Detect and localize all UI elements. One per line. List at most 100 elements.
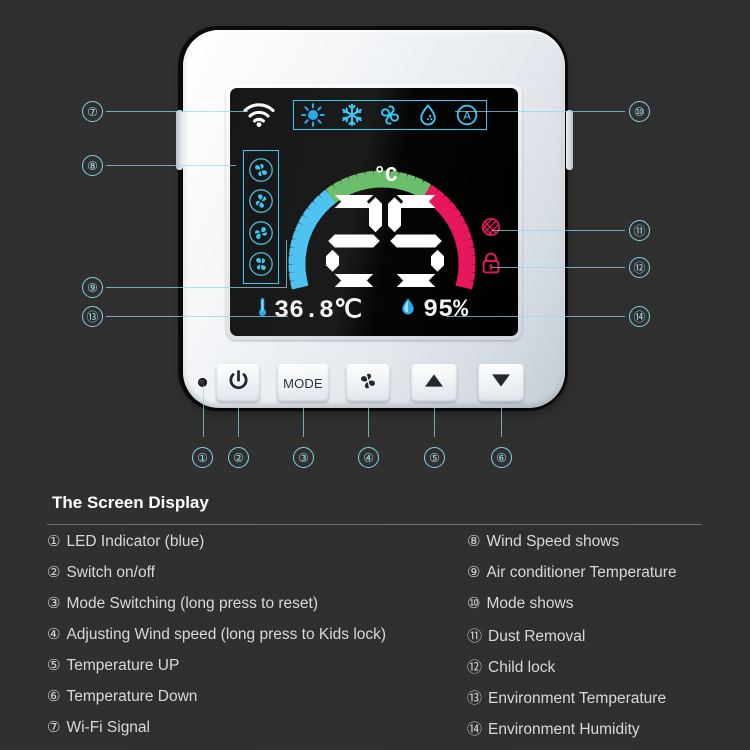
legend-title: The Screen Display bbox=[52, 493, 209, 512]
gauge-tick bbox=[458, 263, 476, 273]
gauge-tick bbox=[409, 177, 424, 196]
leader-10 bbox=[455, 111, 625, 112]
gauge-tick bbox=[348, 174, 362, 193]
temp-up-button[interactable] bbox=[411, 364, 457, 402]
legend-item-label: Child lock bbox=[488, 659, 556, 676]
gauge-tick bbox=[455, 277, 474, 290]
set-temperature-digits bbox=[300, 188, 470, 294]
dehumidify-drop-icon[interactable] bbox=[415, 103, 441, 127]
thermometer-icon bbox=[258, 297, 267, 322]
dust-removal-icon[interactable] bbox=[480, 216, 502, 238]
mode-button[interactable]: MODE bbox=[277, 364, 329, 402]
fan-speed-low-icon[interactable] bbox=[248, 157, 274, 183]
callout-13: ⑬ bbox=[82, 306, 103, 327]
fan-speed-medium-icon[interactable] bbox=[248, 188, 274, 214]
legend-item-label: Dust Removal bbox=[488, 628, 586, 645]
leader-4 bbox=[368, 404, 369, 437]
gauge-tick bbox=[458, 255, 476, 265]
fan-speed-high-icon[interactable] bbox=[248, 220, 274, 246]
gauge-tick bbox=[302, 208, 321, 224]
gauge-tick bbox=[307, 201, 326, 218]
leader-6 bbox=[501, 404, 502, 437]
callout-14: ⑭ bbox=[629, 306, 650, 327]
legend-item-number: ① bbox=[47, 532, 61, 550]
fan-icon[interactable] bbox=[377, 103, 403, 127]
gauge-tick bbox=[453, 230, 472, 244]
wifi-icon bbox=[242, 102, 276, 128]
screen-bezel: A bbox=[226, 84, 522, 340]
gauge-tick bbox=[433, 195, 451, 213]
callout-12: ⑫ bbox=[629, 257, 650, 278]
leader-9a bbox=[106, 287, 286, 288]
fan-speed-auto-icon[interactable] bbox=[248, 251, 274, 277]
mode-button-label: MODE bbox=[283, 375, 323, 391]
legend-item-number: ⑩ bbox=[467, 594, 481, 612]
gauge-tick bbox=[450, 222, 469, 237]
seven-segment bbox=[390, 234, 442, 248]
device-side-tab-right bbox=[566, 110, 573, 170]
leader-3 bbox=[303, 404, 304, 437]
gauge-tick bbox=[455, 238, 474, 251]
fan-button[interactable] bbox=[346, 364, 390, 402]
device-side-tab-left bbox=[176, 110, 183, 170]
gauge-tick bbox=[447, 215, 466, 231]
mode-bar[interactable]: A bbox=[293, 100, 487, 130]
fan-speed-column[interactable] bbox=[243, 150, 279, 284]
gauge-tick bbox=[289, 270, 307, 281]
environment-humidity-value: 95% bbox=[423, 294, 469, 324]
gauge-tick bbox=[438, 201, 457, 218]
child-lock-icon[interactable] bbox=[480, 251, 502, 275]
gauge-tick bbox=[373, 170, 383, 188]
legend-item-number: ⑦ bbox=[47, 718, 61, 736]
leader-2 bbox=[238, 404, 239, 437]
legend-item-number: ④ bbox=[47, 625, 61, 643]
device-photo: A bbox=[82, 26, 650, 468]
leader-1 bbox=[203, 385, 204, 437]
legend-item-label: Wind Speed shows bbox=[486, 533, 620, 550]
callout-1: ① bbox=[192, 447, 213, 468]
gauge-tick bbox=[443, 208, 462, 224]
gauge-tick bbox=[416, 180, 431, 199]
temp-down-button[interactable] bbox=[478, 364, 524, 402]
gauge-tick bbox=[313, 195, 331, 213]
water-drop-icon bbox=[400, 297, 416, 321]
environment-temperature: 36.8℃ bbox=[258, 294, 362, 325]
gauge-tick bbox=[388, 170, 399, 189]
temperature-arc-gauge bbox=[282, 146, 482, 296]
leader-8 bbox=[106, 165, 236, 166]
leader-9b bbox=[286, 240, 287, 288]
gauge-tick bbox=[402, 174, 416, 193]
legend-item-label: Environment Humidity bbox=[488, 721, 640, 738]
legend-item-label: Environment Temperature bbox=[488, 690, 667, 707]
power-button[interactable] bbox=[216, 364, 260, 402]
auto-a-icon[interactable]: A bbox=[454, 103, 480, 127]
leader-5 bbox=[434, 404, 435, 437]
callout-5: ⑤ bbox=[424, 447, 445, 468]
callout-9: ⑨ bbox=[82, 277, 103, 298]
snowflake-icon[interactable] bbox=[339, 103, 365, 127]
gauge-tick bbox=[319, 189, 336, 208]
seven-segment bbox=[326, 249, 339, 272]
sun-icon[interactable] bbox=[300, 103, 326, 127]
legend-item-number: ⑧ bbox=[467, 532, 481, 550]
seven-segment bbox=[328, 234, 380, 248]
lcd-screen[interactable]: A bbox=[230, 88, 518, 336]
environment-readouts: 36.8℃ 95% bbox=[230, 290, 518, 328]
callout-7: ⑦ bbox=[82, 101, 103, 122]
legend-divider bbox=[47, 524, 702, 525]
legend-item-label: Mode Switching (long press to reset) bbox=[66, 595, 319, 612]
gauge-tick bbox=[381, 170, 391, 188]
seven-segment bbox=[388, 197, 401, 233]
legend-item-label: Temperature Down bbox=[66, 688, 198, 705]
